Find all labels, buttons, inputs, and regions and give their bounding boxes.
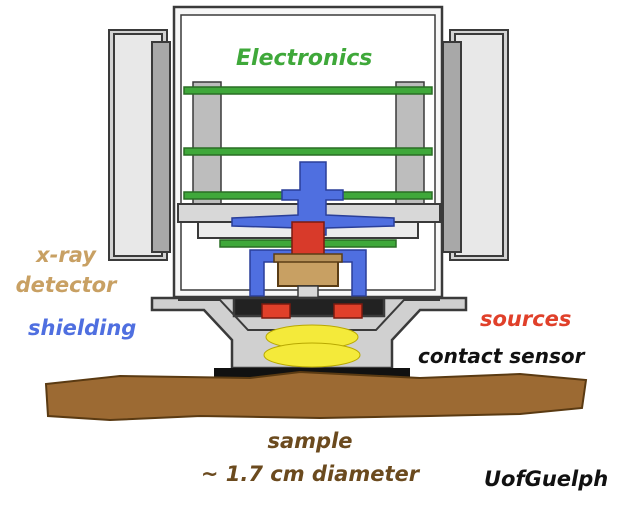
- sources-label: sources: [480, 307, 572, 331]
- sample-label: sample ~ 1.7 cm diameter: [180, 425, 440, 491]
- xray-detector-label: x-ray detector: [10, 240, 122, 300]
- credit-label: UofGuelph: [484, 467, 609, 491]
- sample-glow: [263, 324, 361, 368]
- xray-detector-label-line1: x-ray: [36, 243, 96, 267]
- right-side-panel: [442, 29, 509, 261]
- xray-detector-part: [273, 221, 343, 301]
- sample-slab: [44, 370, 588, 422]
- sample-label-line1: sample: [267, 429, 353, 453]
- contact-sensor-label: contact sensor: [418, 344, 585, 368]
- electronics-label: Electronics: [236, 46, 373, 71]
- sources-part: [261, 303, 363, 319]
- shielding-label: shielding: [28, 316, 137, 340]
- sample-label-line2: ~ 1.7 cm diameter: [200, 462, 420, 486]
- xray-detector-label-line2: detector: [15, 273, 117, 297]
- left-side-panel: [108, 29, 171, 261]
